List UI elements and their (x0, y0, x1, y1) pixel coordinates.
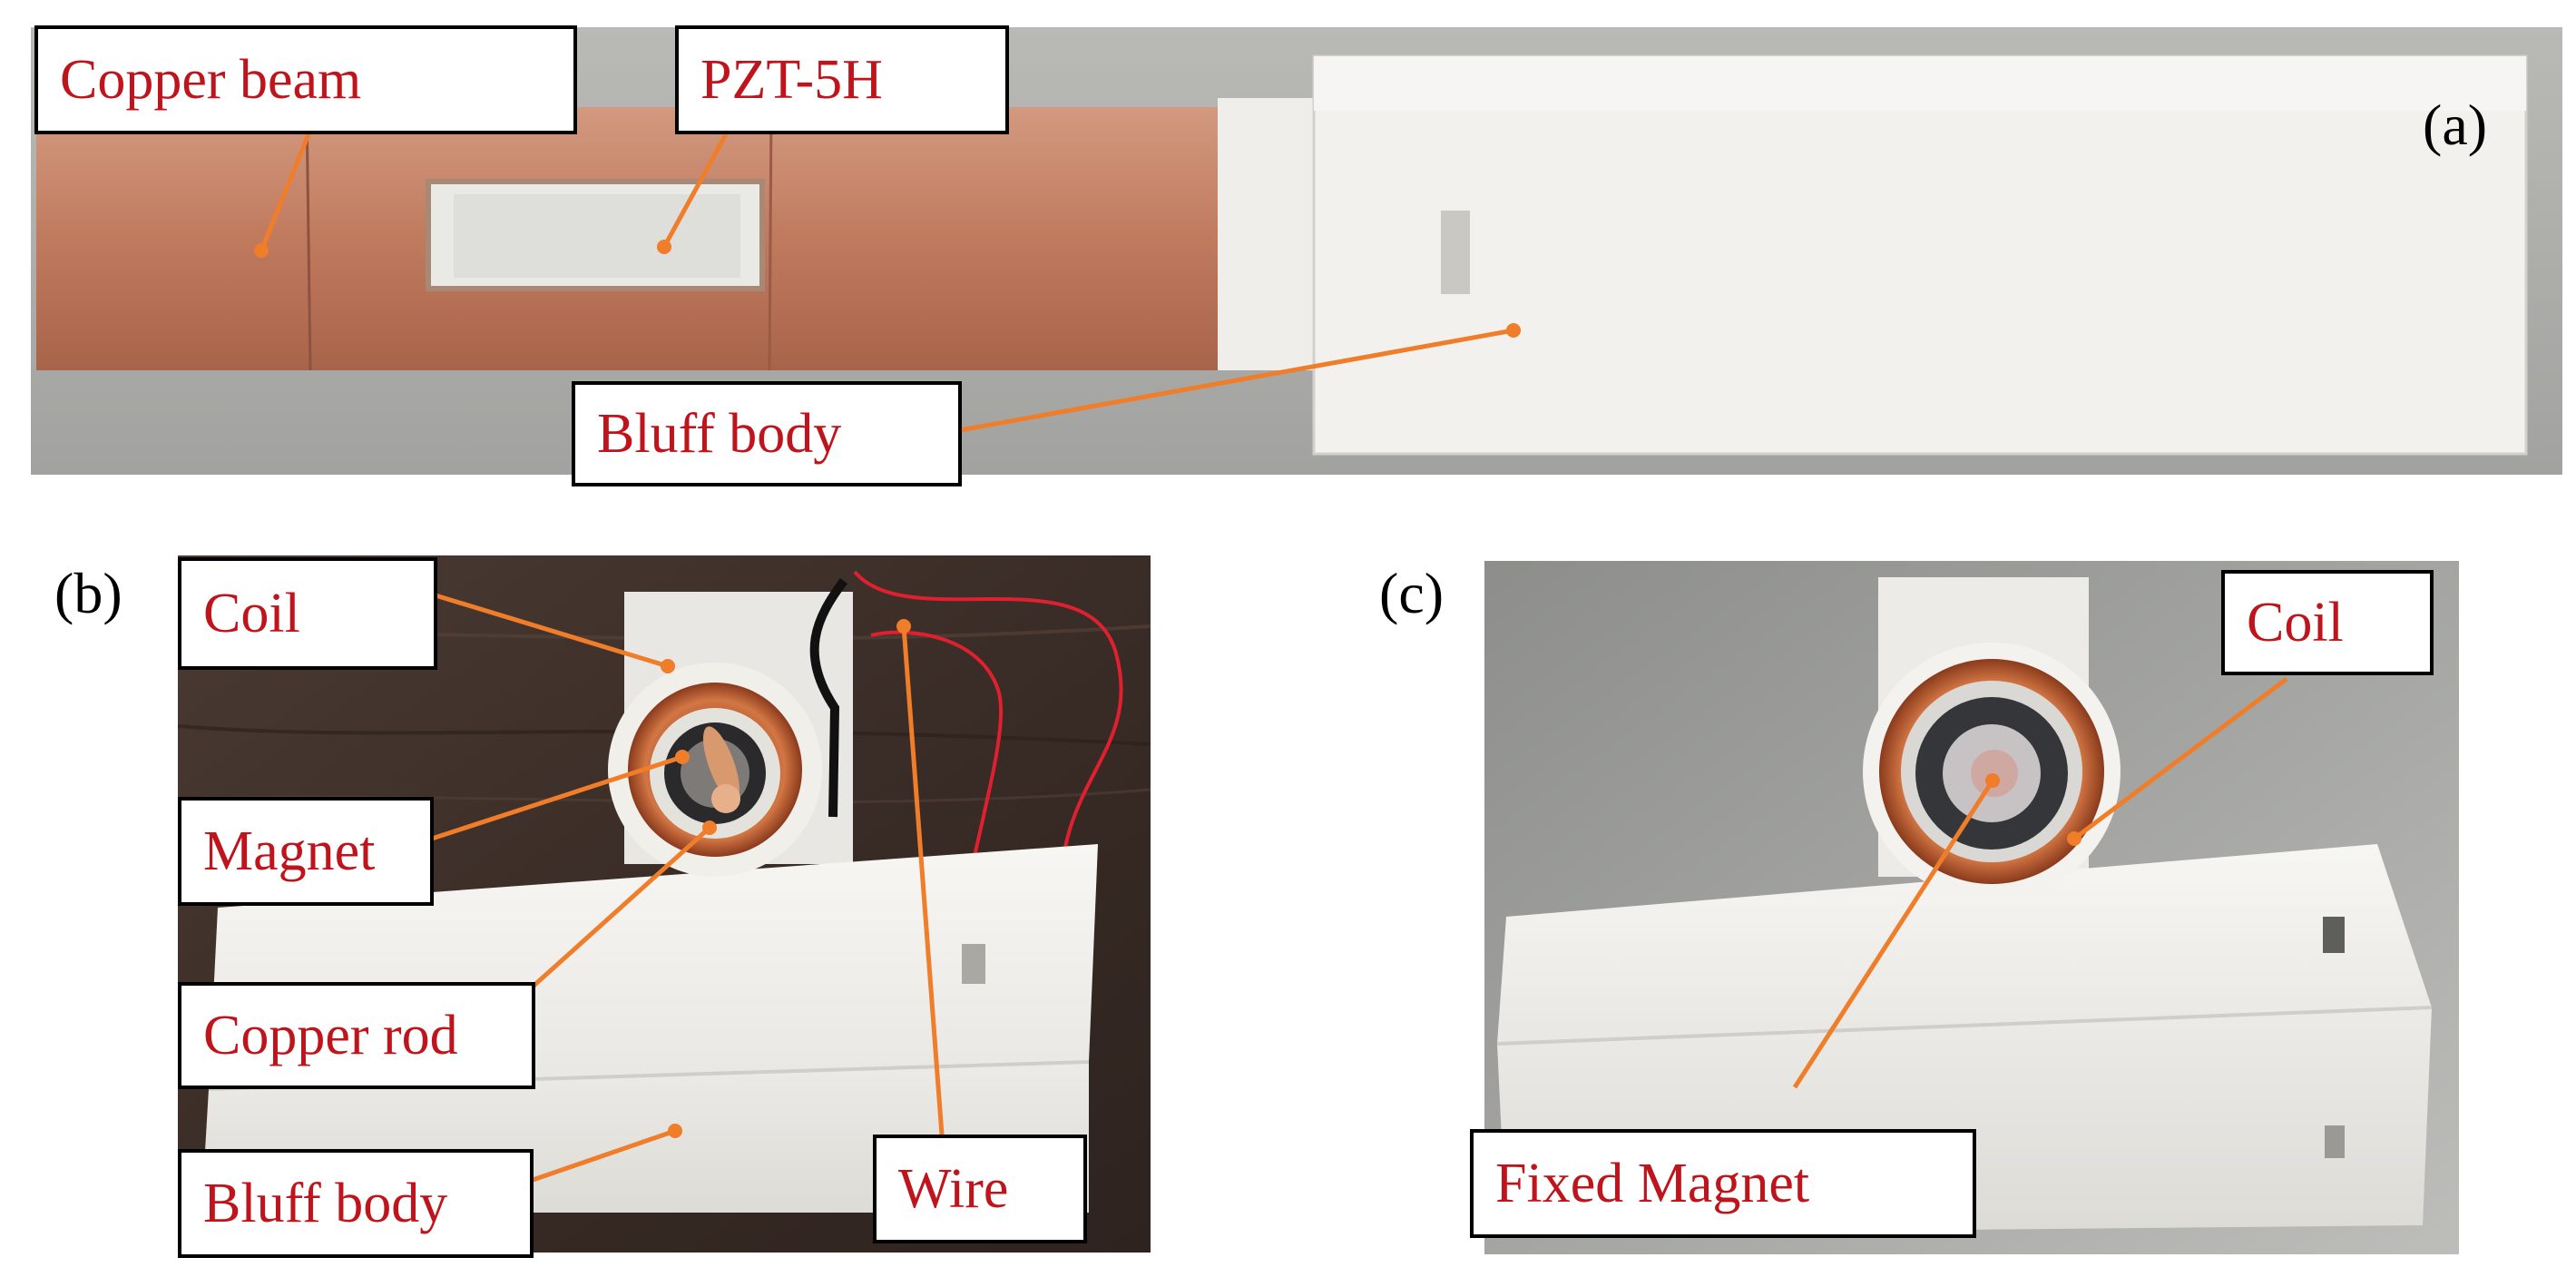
wire-label: Wire (873, 1135, 1087, 1243)
coil-label-b: Coil (178, 557, 437, 670)
bluff-body-label-b: Bluff body (178, 1149, 534, 1258)
panel-a-letter: (a) (2423, 93, 2488, 157)
fixed-magnet-label: Fixed Magnet (1470, 1129, 1976, 1238)
copper-rod-label: Copper rod (178, 982, 535, 1089)
copper-beam-label: Copper beam (34, 25, 577, 134)
magnet-label: Magnet (178, 797, 434, 906)
panel-a-photo (31, 27, 2562, 475)
bluff-body-a-shape (1312, 54, 2528, 456)
panel-b-letter: (b) (54, 561, 122, 625)
leader-lines (254, 133, 2288, 1190)
bluff-body-label-a: Bluff body (572, 381, 962, 486)
coil-label-c: Coil (2221, 570, 2434, 675)
pzt-label: PZT-5H (675, 25, 1009, 134)
panel-c-letter: (c) (1379, 561, 1445, 625)
